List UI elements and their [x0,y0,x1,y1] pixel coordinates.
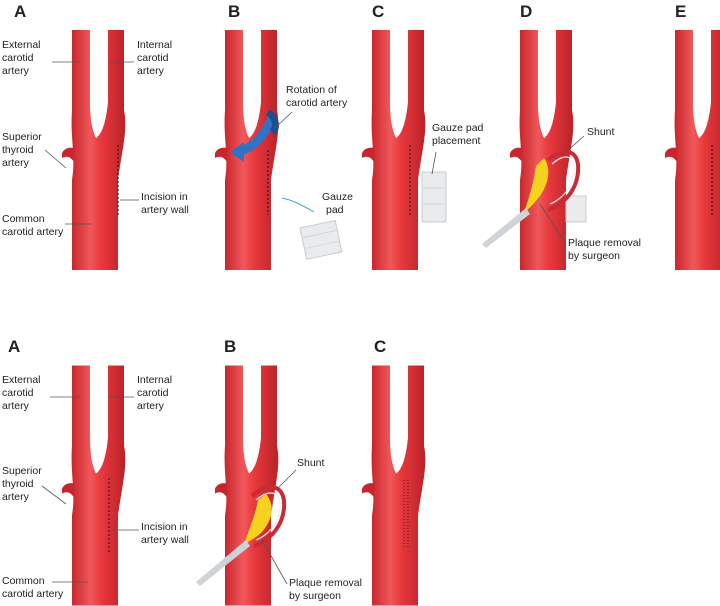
label-external-carotid: External carotid artery [2,39,43,77]
panel-letter-e: E [675,2,686,21]
label-plaque-removal: Plaque removal by surgeon [568,237,644,262]
gauze-pad-icon [565,195,587,223]
leader-line [431,151,437,175]
panel-letter-d: D [520,2,532,21]
label-gauze-placement: Gauze pad placement [432,122,486,147]
panel-letter-a: A [8,337,20,356]
label-incision: Incision in artery wall [141,521,191,546]
leader-line [274,111,293,129]
panel-letter-b: B [224,337,236,356]
label-shunt: Shunt [297,457,325,469]
plaque [244,494,272,544]
label-superior-thyroid: Superior thyroid artery [2,131,45,169]
shunt-tube-highlight [255,492,281,541]
label-external-carotid: External carotid artery [2,374,43,412]
panel-letter-a: A [14,2,26,21]
label-rotation: Rotation of carotid artery [286,84,348,109]
panel-letter-c: C [372,2,384,21]
artery-illustration [362,365,426,606]
label-plaque-removal: Plaque removal by surgeon [289,577,365,602]
panel-letter-c: C [374,337,386,356]
leader-line [565,135,585,153]
artery-illustration [62,365,126,606]
top-row: A B C D E External carotid artery Intern… [2,2,720,270]
gauze-arrow [281,197,315,213]
leader-line [275,469,297,491]
leader-line [539,203,567,245]
artery-illustration [62,30,126,270]
label-common-carotid: Common carotid artery [2,213,64,238]
bottom-row: A B C External carotid artery Internal c… [2,337,426,606]
label-common-carotid: Common carotid artery [2,575,64,600]
rotation-arrow-back-icon [265,109,279,135]
gauze-pad-icon [299,219,343,260]
shunt-tube [250,484,287,548]
label-incision: Incision in artery wall [141,191,191,216]
label-internal-carotid: Internal carotid artery [137,374,175,412]
label-superior-thyroid: Superior thyroid artery [2,465,45,503]
leader-line [41,485,67,505]
leader-line [44,149,67,169]
shunt-tube [546,149,581,212]
artery-illustration [362,30,426,270]
forceps-icon [482,208,530,248]
label-gauze-pad: Gauze pad [322,191,356,216]
forceps-icon [196,540,250,586]
panel-letter-b: B [228,2,240,21]
shunt-tube-highlight [549,156,575,205]
label-internal-carotid: Internal carotid artery [137,39,175,77]
leader-line [261,539,288,585]
gauze-pad-icon [421,171,447,223]
plaque [524,158,549,212]
label-shunt: Shunt [587,126,615,138]
rotation-arrowhead-icon [230,142,244,162]
